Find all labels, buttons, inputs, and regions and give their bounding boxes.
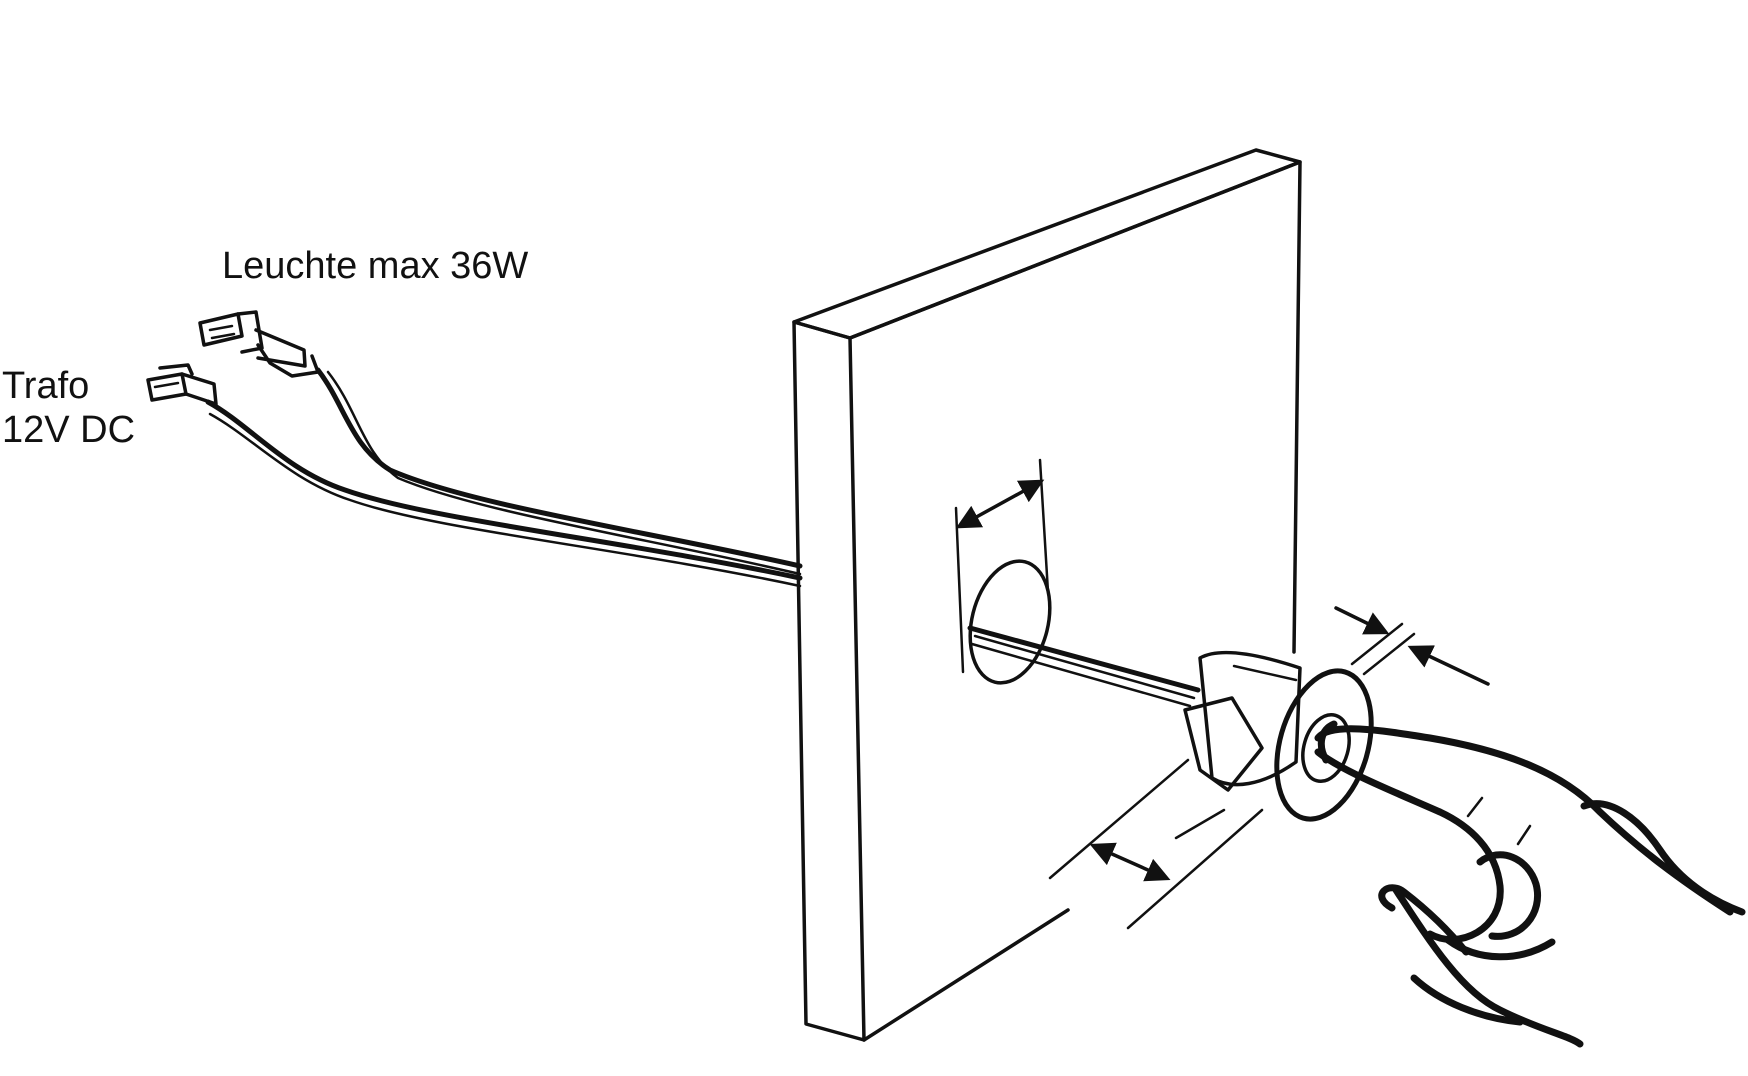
connector-transformer bbox=[146, 363, 218, 406]
depth-dimension bbox=[1048, 758, 1264, 930]
wall-panel bbox=[792, 148, 1302, 1042]
pointing-hand-icon bbox=[1314, 720, 1746, 1048]
cable-bundle bbox=[205, 367, 803, 588]
transformer-label-line1: Trafo bbox=[2, 365, 90, 407]
transformer-label-line2: 12V DC bbox=[2, 409, 136, 451]
lamp-label: Leuchte max 36W bbox=[222, 245, 529, 287]
switch-body bbox=[1183, 650, 1374, 822]
transformer-label: Trafo 12V DC bbox=[2, 364, 135, 452]
switch-rod bbox=[967, 625, 1201, 708]
thickness-dimension bbox=[1334, 606, 1490, 686]
connector-lamp bbox=[198, 310, 320, 378]
panel-hole bbox=[954, 458, 1052, 685]
